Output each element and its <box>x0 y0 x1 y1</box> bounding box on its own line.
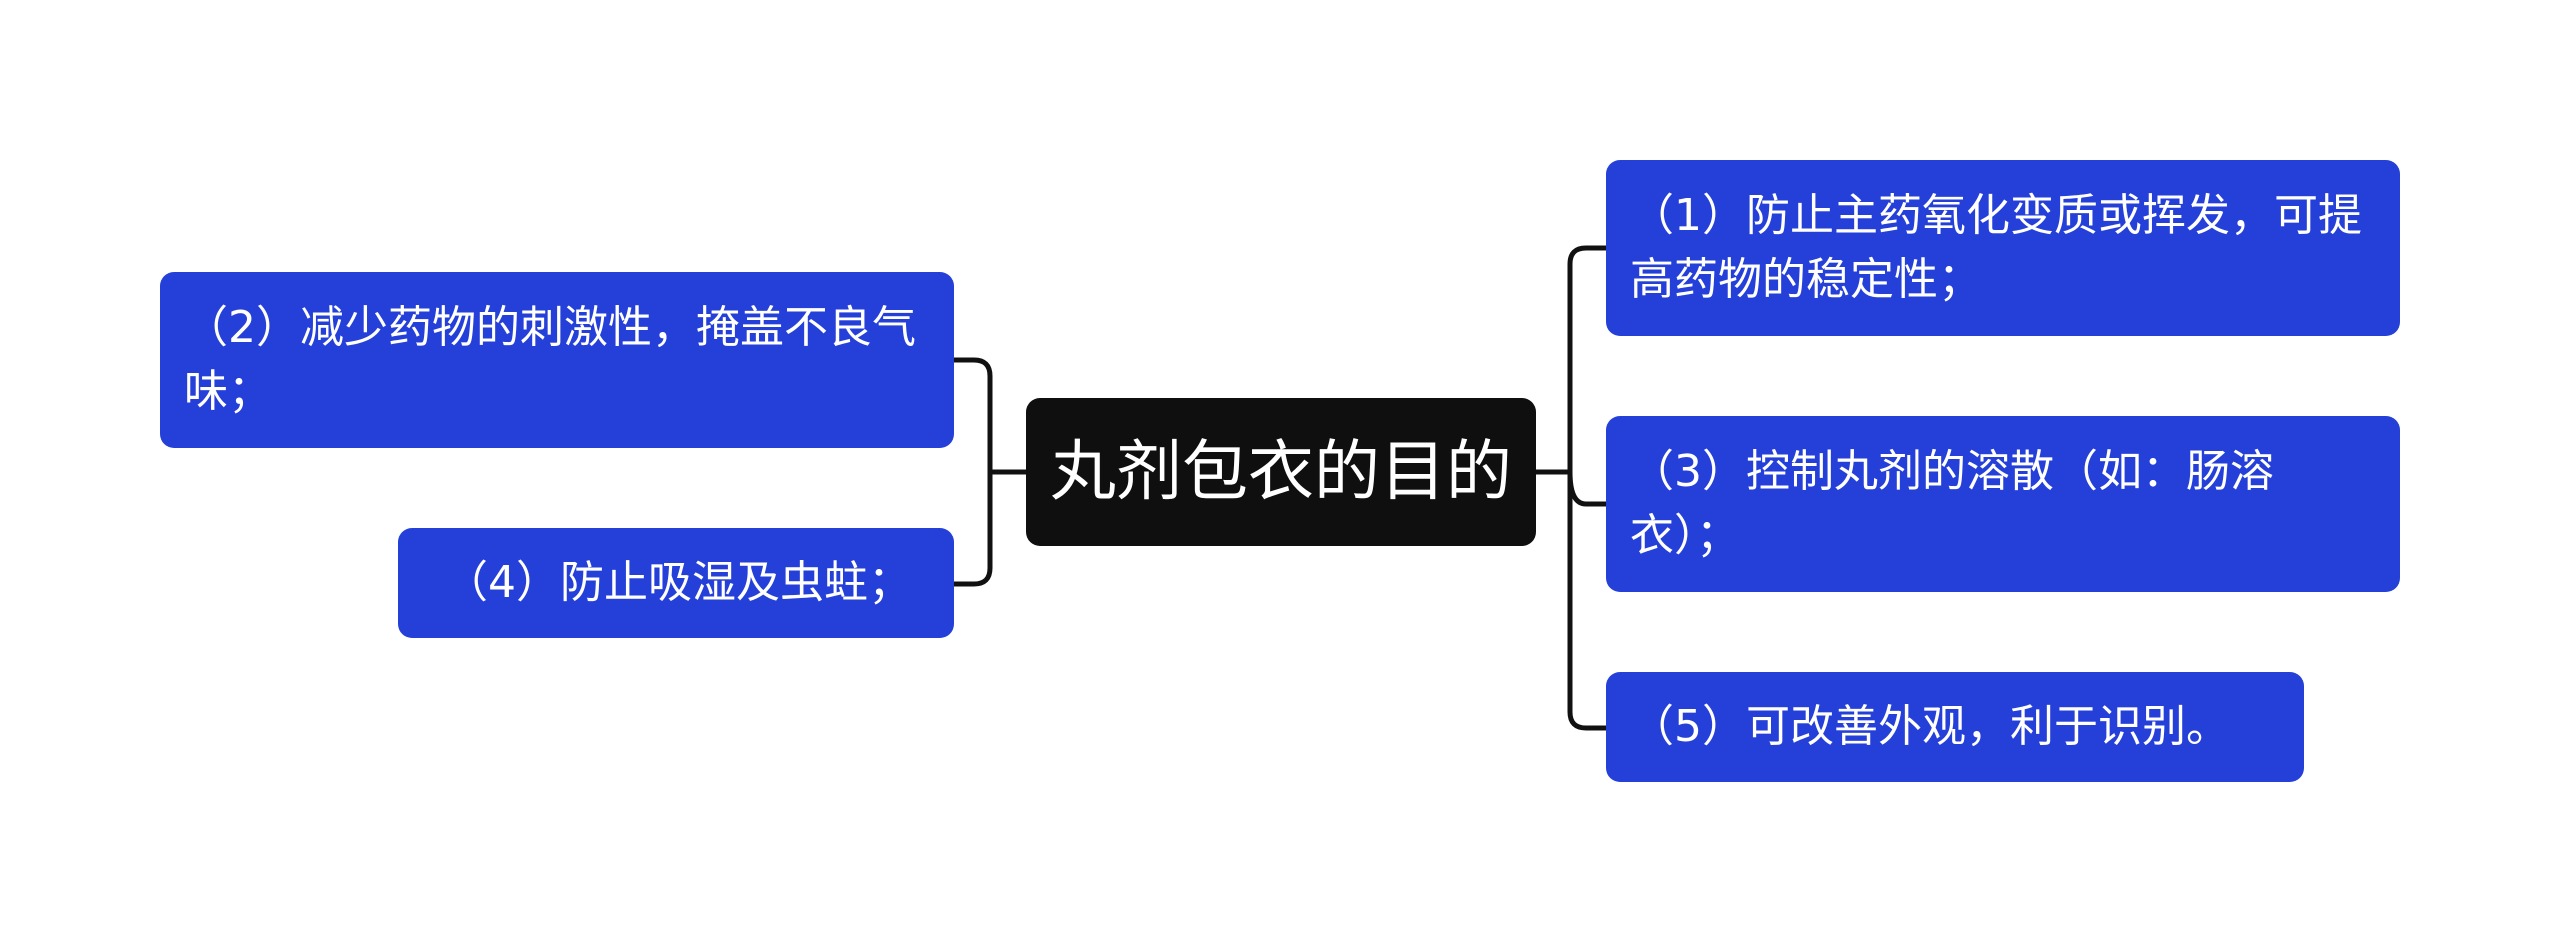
connector-right-middle <box>1567 471 1606 507</box>
central-topic-label: 丸剂包衣的目的 <box>1050 433 1512 510</box>
branch-node-4-label: （4）防止吸湿及虫蛀； <box>444 557 912 608</box>
connector-right-bracket <box>1567 245 1606 731</box>
branch-node-2-label: （2）减少药物的刺激性，掩盖不良气味； <box>184 302 916 417</box>
branch-node-1-label: （1）防止主药氧化变质或挥发，可提高药物的稳定性； <box>1630 190 2362 305</box>
branch-node-5[interactable]: （5）可改善外观，利于识别。 <box>1606 672 2304 782</box>
branch-node-5-label: （5）可改善外观，利于识别。 <box>1630 701 2230 752</box>
branch-node-3[interactable]: （3）控制丸剂的溶散（如：肠溶衣）； <box>1606 416 2400 592</box>
branch-node-4[interactable]: （4）防止吸湿及虫蛀； <box>398 528 954 638</box>
central-topic-node[interactable]: 丸剂包衣的目的 <box>1026 398 1536 546</box>
branch-node-1[interactable]: （1）防止主药氧化变质或挥发，可提高药物的稳定性； <box>1606 160 2400 336</box>
branch-node-2[interactable]: （2）减少药物的刺激性，掩盖不良气味； <box>160 272 954 448</box>
connector-left-bracket <box>954 357 993 587</box>
branch-node-3-label: （3）控制丸剂的溶散（如：肠溶衣）； <box>1630 446 2274 561</box>
